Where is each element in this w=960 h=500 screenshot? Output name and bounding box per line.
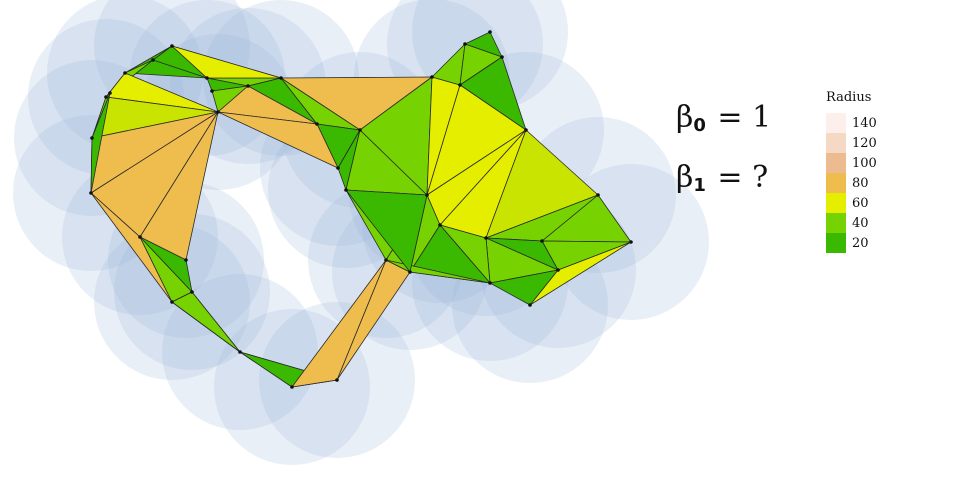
data-point: [279, 76, 283, 80]
legend-label: 120: [852, 135, 877, 151]
legend-entry: 20: [826, 233, 906, 253]
data-point: [315, 122, 319, 126]
legend-swatch: [826, 133, 846, 153]
data-point: [123, 71, 127, 75]
data-point: [344, 188, 348, 192]
legend-swatch: [826, 153, 846, 173]
simplex-triangle: [489, 269, 559, 306]
betti-0-symbol: β: [676, 100, 694, 135]
simplex-triangle: [217, 111, 339, 169]
data-point: [500, 55, 504, 59]
legend-entry: 140: [826, 113, 906, 133]
legend-label: 140: [852, 115, 877, 131]
data-point: [484, 236, 488, 240]
data-point: [335, 378, 339, 382]
data-point: [190, 290, 194, 294]
data-point: [488, 30, 492, 34]
data-point: [89, 191, 93, 195]
point-cloud-vertices: [89, 30, 633, 389]
data-point: [210, 89, 214, 93]
data-point: [170, 300, 174, 304]
betti-0-value: = 1: [717, 100, 772, 135]
legend-entry: 80: [826, 173, 906, 193]
betti-1-label: β1 = ?: [676, 160, 769, 196]
data-point: [458, 83, 462, 87]
legend-entry: 100: [826, 153, 906, 173]
betti-0-subscript: 0: [693, 115, 706, 136]
legend-label: 80: [852, 175, 869, 191]
data-point: [216, 110, 220, 114]
data-point: [488, 281, 492, 285]
legend-swatch: [826, 193, 846, 213]
simplex-triangle: [291, 259, 387, 388]
data-point: [184, 258, 188, 262]
legend-entry: 60: [826, 193, 906, 213]
data-point: [290, 385, 294, 389]
simplex-triangle: [171, 45, 282, 79]
legend-entries: 140 120 100 80 60 40 20: [826, 113, 906, 253]
data-point: [90, 136, 94, 140]
legend-swatch: [826, 213, 846, 233]
simplex-triangle: [345, 189, 428, 273]
data-point: [629, 240, 633, 244]
radius-legend: Radius 140 120 100 80 60 40 20: [826, 90, 906, 253]
legend-label: 100: [852, 155, 877, 171]
data-point: [246, 84, 250, 88]
data-point: [170, 44, 174, 48]
betti-1-subscript: 1: [693, 175, 706, 196]
legend-title: Radius: [826, 90, 872, 105]
data-point: [528, 303, 532, 307]
legend-label: 20: [852, 235, 869, 251]
data-point: [205, 76, 209, 80]
data-point: [425, 193, 429, 197]
data-point: [596, 193, 600, 197]
data-point: [238, 350, 242, 354]
legend-swatch: [826, 233, 846, 253]
data-point: [138, 235, 142, 239]
legend-label: 60: [852, 195, 869, 211]
data-point: [151, 58, 155, 62]
data-point: [358, 128, 362, 132]
legend-swatch: [826, 173, 846, 193]
legend-entry: 120: [826, 133, 906, 153]
data-point: [430, 75, 434, 79]
data-point: [463, 42, 467, 46]
data-point: [104, 95, 108, 99]
legend-swatch: [826, 113, 846, 133]
betti-1-value: = ?: [717, 160, 769, 195]
data-point: [540, 239, 544, 243]
data-point: [336, 166, 340, 170]
simplex-triangle: [90, 92, 111, 194]
data-point: [108, 91, 112, 95]
data-point: [408, 270, 412, 274]
simplex-triangle: [171, 291, 241, 353]
simplex-triangle: [385, 259, 491, 284]
data-point: [524, 128, 528, 132]
data-point: [556, 268, 560, 272]
data-point: [384, 258, 388, 262]
alpha-complex-triangles: [90, 31, 632, 388]
legend-entry: 40: [826, 213, 906, 233]
data-point: [438, 223, 442, 227]
legend-label: 40: [852, 215, 869, 231]
betti-1-symbol: β: [676, 160, 694, 195]
betti-0-label: β0 = 1: [676, 100, 772, 136]
